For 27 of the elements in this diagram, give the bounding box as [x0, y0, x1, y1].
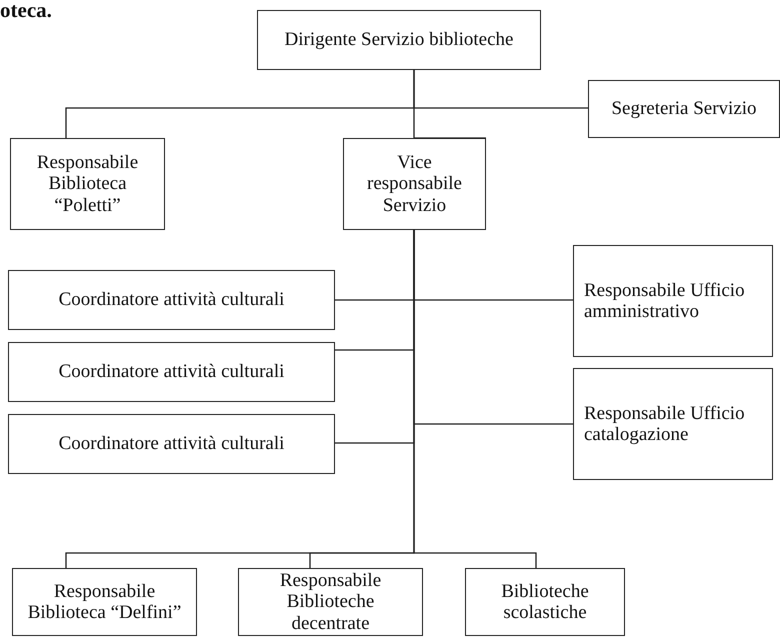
role-text: Responsabile Biblioteca “Delfini” — [26, 580, 182, 624]
org-box — [10, 138, 165, 230]
connector-line — [413, 230, 537, 568]
role-text: Responsabile Ufficio catalogazione — [584, 402, 746, 446]
role-text: Responsabile Biblioteche decentrate — [278, 570, 382, 634]
connector-line — [413, 70, 486, 139]
role-text: Responsabile Biblioteca “Poletti” — [36, 152, 140, 216]
org-box — [8, 414, 335, 474]
org-box — [588, 80, 780, 138]
org-box — [12, 568, 197, 636]
org-box — [257, 10, 541, 70]
role-text: Dirigente Servizio biblioteche — [284, 29, 514, 51]
role-text: Coordinatore attività culturali — [58, 433, 284, 455]
org-box — [8, 270, 335, 330]
role-text: Coordinatore attività culturali — [58, 289, 284, 311]
org-box — [343, 138, 486, 230]
heading-fragment: oteca. — [0, 0, 52, 23]
role-text: Segreteria Servizio — [611, 98, 757, 120]
role-text: Vice responsabile Servizio — [366, 152, 463, 216]
role-text: Biblioteche scolastiche — [500, 580, 590, 624]
org-box — [238, 568, 423, 636]
org-box — [573, 245, 773, 357]
role-text: Coordinatore attività culturali — [58, 361, 284, 383]
org-box — [573, 368, 773, 480]
org-box — [8, 342, 335, 402]
org-box — [465, 568, 625, 636]
role-text: Responsabile Ufficio amministrativo — [584, 280, 746, 322]
